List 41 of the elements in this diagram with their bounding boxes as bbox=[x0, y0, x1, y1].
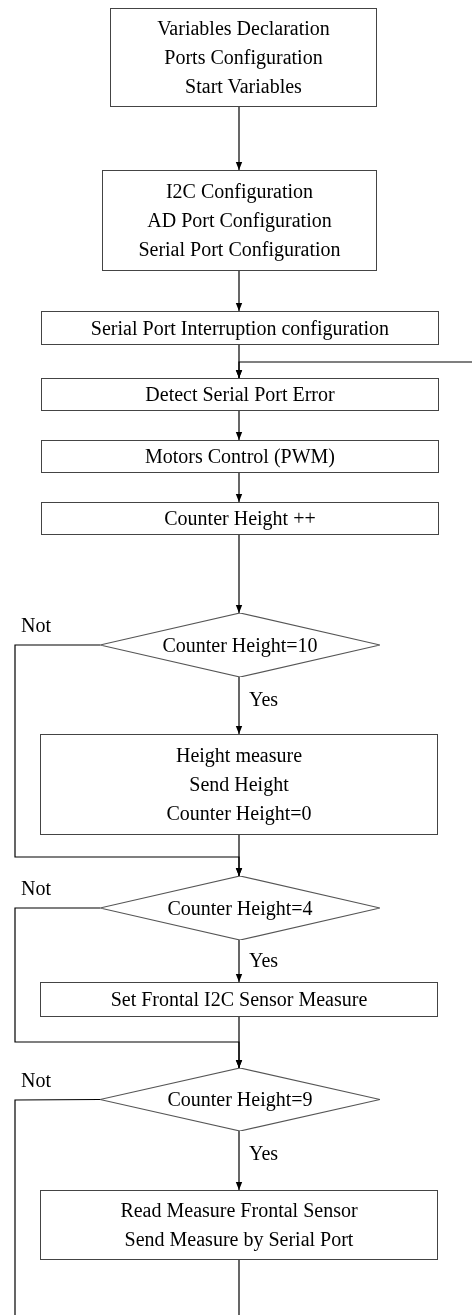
step-text: Height measure bbox=[175, 743, 303, 769]
arrow bbox=[235, 939, 243, 983]
arrow bbox=[235, 1016, 243, 1069]
arrow bbox=[235, 1130, 243, 1191]
step-text: Serial Port Interruption configuration bbox=[90, 315, 390, 342]
arrow bbox=[235, 361, 472, 379]
arrow bbox=[235, 676, 243, 735]
arrow bbox=[235, 106, 243, 171]
step-text: Variables Declaration bbox=[157, 16, 330, 41]
step-text: Send Height bbox=[189, 772, 289, 798]
step-text: AD Port Configuration bbox=[147, 208, 332, 234]
step-text: Serial Port Configuration bbox=[138, 237, 341, 263]
condition-text: Counter Height=4 bbox=[167, 895, 313, 922]
process-box bbox=[40, 982, 438, 1017]
step-text: Send Measure by Serial Port bbox=[124, 1227, 354, 1253]
arrow bbox=[235, 410, 243, 441]
step-text: Start Variables bbox=[185, 74, 302, 99]
step-text: Read Measure Frontal Sensor bbox=[120, 1198, 358, 1223]
step-text: Counter Height=0 bbox=[166, 801, 312, 827]
process-box bbox=[41, 311, 439, 345]
step-text: I2C Configuration bbox=[165, 179, 314, 205]
arrow bbox=[235, 834, 243, 877]
step-text: Set Frontal I2C Sensor Measure bbox=[110, 987, 368, 1012]
process-box bbox=[40, 1190, 438, 1260]
process-box bbox=[41, 440, 439, 473]
arrow bbox=[235, 472, 243, 503]
step-text: Detect Serial Port Error bbox=[145, 382, 335, 407]
step-text: Motors Control (PWM) bbox=[145, 444, 335, 470]
connector-line bbox=[14, 1098, 101, 1315]
arrow bbox=[235, 534, 243, 614]
connector-line bbox=[238, 1259, 240, 1315]
process-box bbox=[110, 8, 377, 107]
step-text: Counter Height ++ bbox=[164, 506, 316, 532]
process-box bbox=[40, 734, 438, 835]
condition-text: Counter Height=9 bbox=[167, 1087, 313, 1113]
process-box bbox=[102, 170, 377, 271]
arrow bbox=[235, 270, 243, 312]
condition-text: Counter Height=10 bbox=[162, 632, 318, 659]
step-text: Ports Configuration bbox=[164, 45, 323, 71]
process-box bbox=[41, 378, 439, 411]
process-box bbox=[41, 502, 439, 535]
